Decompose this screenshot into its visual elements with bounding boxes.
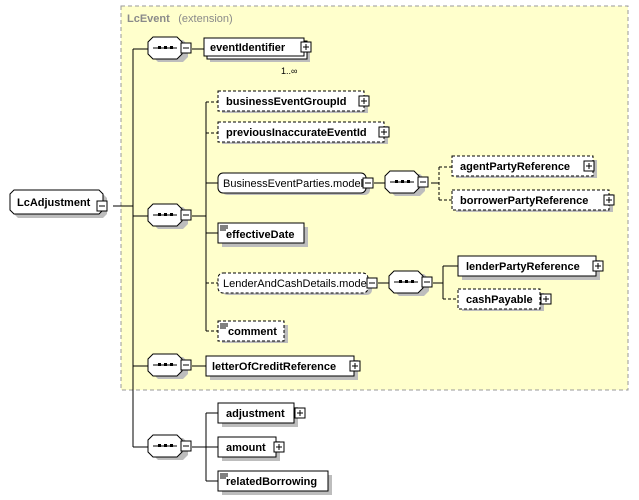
sequence-compositor-icon[interactable] [147, 203, 192, 229]
sequence-compositor-icon[interactable] [147, 434, 192, 460]
comment-label: comment [228, 326, 277, 338]
element-relatedborrowing[interactable]: relatedBorrowing [217, 470, 332, 495]
borrowerpartyreference-label: borrowerPartyReference [460, 195, 588, 207]
agentpartyreference-label: agentPartyReference [460, 161, 570, 173]
element-lenderpartyreference[interactable]: lenderPartyReference [457, 255, 604, 280]
relatedborrowing-label: relatedBorrowing [226, 476, 317, 488]
lenderpartyreference-label: lenderPartyReference [466, 261, 580, 273]
element-borrowerpartyreference[interactable]: borrowerPartyReference [451, 189, 615, 212]
element-eventidentifier[interactable]: eventIdentifier 1..∞ [203, 37, 312, 76]
sequence-compositor-icon[interactable] [384, 170, 429, 196]
expand-plus-icon[interactable] [273, 441, 285, 453]
collapse-minus-icon[interactable] [96, 200, 108, 212]
eventidentifier-cardinality: 1..∞ [281, 66, 297, 76]
expand-plus-icon[interactable] [583, 160, 595, 172]
text-content-icon [220, 225, 228, 231]
root-element-lcadjustment[interactable]: LcAdjustment [9, 189, 108, 218]
collapse-minus-icon[interactable] [362, 177, 374, 189]
sequence-compositor-icon[interactable] [388, 270, 433, 296]
element-previousinaccurateeventid[interactable]: previousInaccurateEventId [217, 121, 390, 144]
expand-plus-icon[interactable] [349, 360, 361, 372]
text-content-icon [220, 323, 228, 329]
lenderandcashdetails-label: LenderAndCashDetails.model [223, 278, 369, 290]
businesseventgroupid-label: businessEventGroupId [226, 96, 346, 108]
element-businesseventgroupid[interactable]: businessEventGroupId [217, 90, 370, 113]
collapse-minus-icon[interactable] [366, 277, 378, 289]
previousinaccurateeventid-label: previousInaccurateEventId [226, 127, 367, 139]
element-effectivedate[interactable]: effectiveDate [217, 222, 308, 247]
letterofcreditreference-label: letterOfCreditReference [212, 361, 336, 373]
adjustment-label: adjustment [226, 408, 285, 420]
connector-lines [113, 48, 458, 482]
extension-title-suffix: (extension) [178, 13, 232, 25]
sequence-compositor-icon[interactable] [147, 353, 192, 379]
expand-plus-icon[interactable] [294, 407, 306, 419]
element-comment[interactable]: comment [217, 320, 288, 343]
element-letterofcreditreference[interactable]: letterOfCreditReference [205, 355, 361, 380]
expand-plus-icon[interactable] [603, 194, 615, 206]
element-agentpartyreference[interactable]: agentPartyReference [451, 155, 597, 178]
cashpayable-label: cashPayable [466, 294, 533, 306]
sequence-compositor-icon[interactable] [147, 36, 192, 62]
root-label: LcAdjustment [17, 197, 91, 209]
group-businesseventparties-model[interactable]: BusinessEventParties.model [217, 172, 374, 195]
element-cashpayable[interactable]: cashPayable [457, 288, 552, 311]
extension-title-name: LcEvent [127, 13, 170, 25]
effectivedate-label: effectiveDate [226, 229, 294, 241]
element-amount[interactable]: amount [217, 436, 285, 461]
expand-plus-icon[interactable] [358, 95, 370, 107]
extension-title: LcEvent (extension) [127, 9, 233, 26]
expand-plus-icon[interactable] [300, 41, 312, 53]
expand-plus-icon[interactable] [592, 260, 604, 272]
expand-plus-icon[interactable] [540, 293, 552, 305]
text-content-icon [220, 473, 228, 479]
group-lenderandcashdetails-model[interactable]: LenderAndCashDetails.model [217, 272, 378, 295]
expand-plus-icon[interactable] [378, 126, 390, 138]
element-adjustment[interactable]: adjustment [217, 402, 306, 427]
amount-label: amount [226, 442, 266, 454]
eventidentifier-label: eventIdentifier [210, 42, 286, 54]
businesseventparties-label: BusinessEventParties.model [223, 178, 363, 190]
